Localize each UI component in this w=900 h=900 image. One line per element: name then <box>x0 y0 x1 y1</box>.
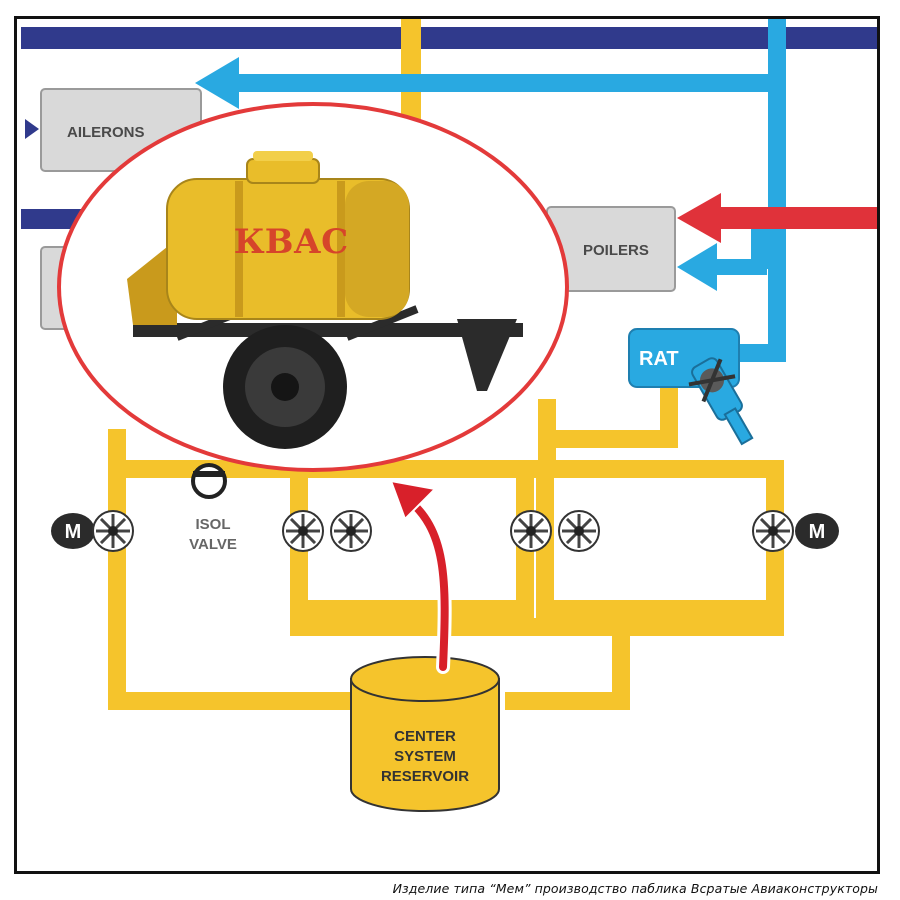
tank-band-2 <box>337 181 345 317</box>
motor-icon: M <box>795 513 839 549</box>
tank-lettering: КВАС <box>234 222 348 262</box>
pump-fan-icon <box>282 510 324 552</box>
pump-fan-icon <box>752 510 794 552</box>
motor-label: M <box>65 521 82 543</box>
rat-label: RAT <box>639 348 679 370</box>
pump-fan-icon <box>92 510 134 552</box>
tank-hatch <box>246 158 320 184</box>
trailer-front-shield <box>127 239 177 325</box>
tank-band-1 <box>235 181 243 317</box>
tank-end-cap <box>345 181 409 317</box>
navy-arrowhead <box>25 119 39 139</box>
trailer-frame <box>133 323 523 337</box>
isol-valve-icon <box>191 463 227 499</box>
rat-turbine-icon <box>688 357 754 446</box>
trailer-wheel <box>223 325 347 449</box>
pump-fan-icon <box>558 510 600 552</box>
reservoir-label-3: RESERVOIR <box>381 768 469 785</box>
navy-bar-top <box>21 27 877 49</box>
valve-label: VALVE <box>189 536 237 553</box>
red-line <box>677 193 877 243</box>
tank-hatch-lid <box>253 151 313 161</box>
kvass-tank-trailer: КВАС <box>127 151 523 449</box>
motor-label: M <box>809 521 826 543</box>
spoilers-label: POILERS <box>583 242 649 259</box>
isol-label: ISOL <box>195 516 230 533</box>
reservoir-label-1: CENTER <box>394 728 456 745</box>
ailerons-label: AILERONS <box>67 124 145 141</box>
blue-lines <box>195 19 786 362</box>
reservoir-label-2: SYSTEM <box>394 748 456 765</box>
pump-fan-icon <box>510 510 552 552</box>
center-system-reservoir: CENTER SYSTEM RESERVOIR <box>350 656 500 812</box>
trailer-stand <box>457 319 517 391</box>
meme-caption: Изделие типа “Мем” производство паблика … <box>392 881 878 896</box>
spoilers-box: POILERS <box>546 206 676 292</box>
red-pointer-arrow <box>389 479 452 674</box>
motor-icon: M <box>51 513 95 549</box>
pump-fan-icon <box>330 510 372 552</box>
